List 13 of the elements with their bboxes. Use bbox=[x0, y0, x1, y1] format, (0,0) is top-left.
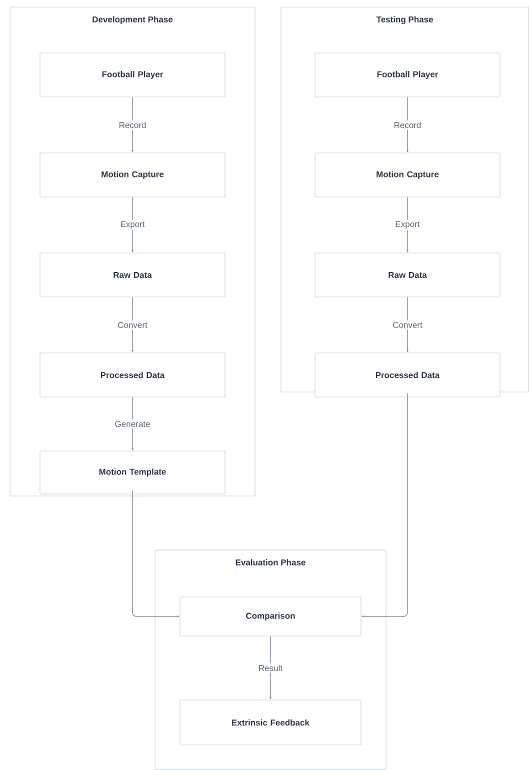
process-box: Comparison bbox=[180, 596, 362, 636]
process-box: Motion Capture bbox=[314, 152, 500, 198]
process-box: Motion Template bbox=[40, 450, 226, 494]
edge-label: Export bbox=[118, 220, 146, 230]
process-box: Motion Capture bbox=[40, 152, 226, 198]
process-box: Football Player bbox=[40, 52, 226, 98]
process-box: Raw Data bbox=[40, 252, 226, 298]
edge-label: Export bbox=[394, 220, 422, 230]
process-box: Processed Data bbox=[40, 352, 226, 398]
process-box: Extrinsic Feedback bbox=[180, 700, 362, 746]
process-box: Football Player bbox=[314, 52, 500, 98]
process-box: Processed Data bbox=[314, 352, 500, 398]
process-box: Raw Data bbox=[314, 252, 500, 298]
